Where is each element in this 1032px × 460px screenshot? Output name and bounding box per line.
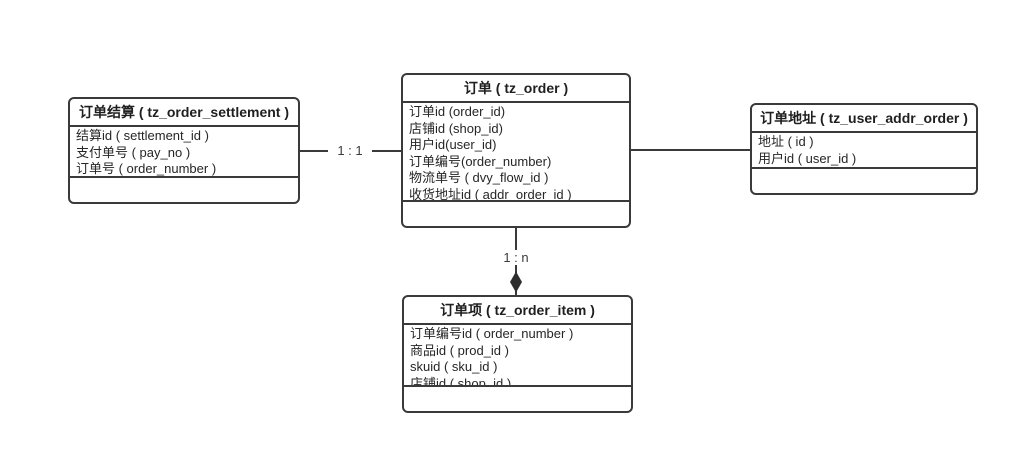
edge-label-one-to-n: 1 : n: [493, 250, 539, 265]
entity-order-fields: 订单id (order_id) 店铺id (shop_id) 用户id(user…: [403, 103, 629, 202]
entity-order-settlement[interactable]: 订单结算 ( tz_order_settlement ) 结算id ( sett…: [68, 97, 300, 204]
entity-empty-compartment: [404, 387, 631, 411]
entity-empty-compartment: [752, 169, 976, 193]
entity-field: 订单id (order_id): [409, 104, 506, 119]
entity-field: 地址 ( id ): [758, 134, 814, 149]
entity-field: 收货地址id ( addr_order_id ): [409, 186, 572, 202]
edge-order-addr[interactable]: [631, 149, 750, 151]
entity-field: 店铺id (shop_id): [409, 120, 503, 136]
entity-field: 订单编号(order_number): [409, 153, 552, 169]
entity-order-settlement-title: 订单结算 ( tz_order_settlement ): [70, 99, 298, 127]
entity-order-item-fields: 订单编号id ( order_number ) 商品id ( prod_id )…: [404, 325, 631, 387]
entity-order-item[interactable]: 订单项 ( tz_order_item ) 订单编号id ( order_num…: [402, 295, 633, 413]
entity-field: 结算id ( settlement_id ): [76, 128, 209, 143]
entity-field: skuid ( sku_id ): [410, 359, 498, 374]
edge-label-one-to-one: 1 : 1: [328, 143, 372, 158]
entity-user-addr-order-title: 订单地址 ( tz_user_addr_order ): [752, 105, 976, 133]
entity-field: 店铺id ( shop_id ): [410, 375, 512, 387]
entity-field: 订单号 ( order_number ): [76, 161, 217, 176]
entity-order-item-title: 订单项 ( tz_order_item ): [404, 297, 631, 325]
entity-empty-compartment: [403, 202, 629, 226]
entity-user-addr-order-fields: 地址 ( id ) 用户id ( user_id ): [752, 133, 976, 169]
entity-field: 支付单号 ( pay_no ): [76, 144, 191, 160]
composition-diamond-icon: [510, 271, 522, 293]
entity-field: 物流单号 ( dvy_flow_id ): [409, 170, 549, 185]
entity-order[interactable]: 订单 ( tz_order ) 订单id (order_id) 店铺id (sh…: [401, 73, 631, 228]
entity-field: 商品id ( prod_id ): [410, 342, 509, 358]
entity-field: 订单编号id ( order_number ): [410, 326, 574, 341]
entity-user-addr-order[interactable]: 订单地址 ( tz_user_addr_order ) 地址 ( id ) 用户…: [750, 103, 978, 195]
entity-order-title: 订单 ( tz_order ): [403, 75, 629, 103]
entity-field: 用户id(user_id): [409, 137, 497, 152]
entity-field: 用户id ( user_id ): [758, 150, 857, 166]
entity-empty-compartment: [70, 178, 298, 202]
entity-order-settlement-fields: 结算id ( settlement_id ) 支付单号 ( pay_no ) 订…: [70, 127, 298, 178]
